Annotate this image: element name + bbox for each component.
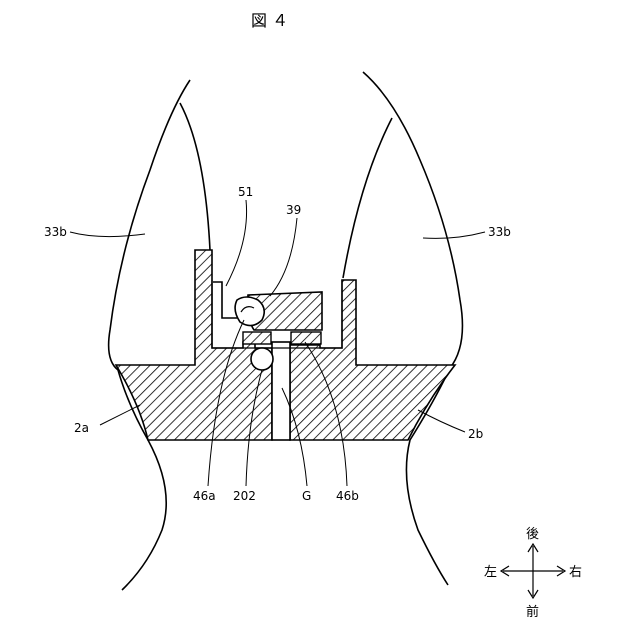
leader-51 (226, 200, 247, 286)
plate-46a (243, 332, 271, 344)
label-46a: 46a (193, 489, 216, 503)
label-39: 39 (286, 203, 301, 217)
label-202: 202 (233, 489, 256, 503)
right-outer-contour (363, 72, 462, 368)
right-inner-contour (343, 118, 392, 278)
lever-51 (213, 282, 237, 318)
label-46b: 46b (336, 489, 359, 503)
base-block-hatched (116, 250, 272, 440)
leader-2b (418, 410, 465, 432)
plate-46b (291, 332, 321, 344)
label-g: G (302, 489, 311, 503)
left-inner-contour (180, 103, 210, 250)
compass-left-label: 左 (484, 565, 497, 580)
direction-compass (501, 544, 565, 598)
label-51: 51 (238, 185, 253, 199)
compass-right-label: 右 (569, 565, 582, 580)
label-33b-left: 33b (44, 225, 67, 239)
label-33b-right: 33b (488, 225, 511, 239)
label-2b: 2b (468, 427, 483, 441)
compass-up-label: 後 (526, 527, 539, 542)
leader-2a (100, 405, 140, 425)
leader-39 (270, 218, 297, 296)
leader-33b-right (423, 232, 485, 238)
ball-202 (251, 348, 273, 370)
figure-title: 図 ４ (251, 11, 288, 30)
leader-33b-left (70, 232, 145, 237)
hook-46a (235, 297, 264, 326)
left-outer-contour (109, 80, 190, 370)
slot-g (272, 342, 290, 440)
compass-down-label: 前 (526, 604, 539, 620)
label-2a: 2a (74, 421, 89, 435)
